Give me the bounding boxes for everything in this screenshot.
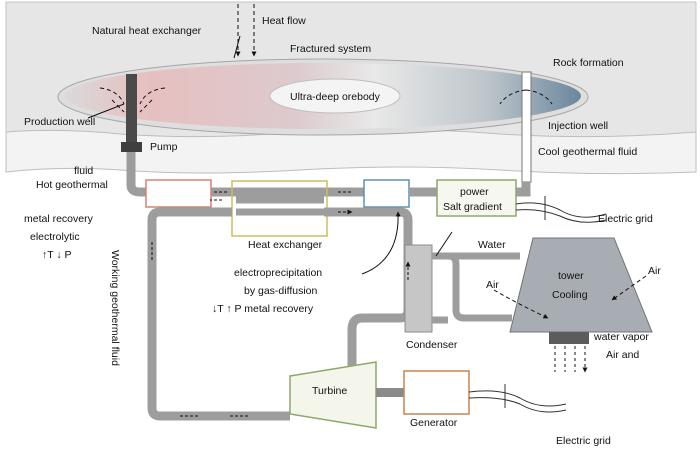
production-well (126, 74, 137, 142)
label-electric-grid-top: Electric grid (598, 213, 653, 225)
electroprecipitation-pointer (361, 211, 401, 275)
condenser (404, 244, 433, 333)
electric-grid-wire-top (515, 202, 607, 223)
air-arrow-right (611, 275, 647, 301)
label-cool-geothermal-fluid: Cool geothermal fluid (538, 146, 637, 158)
label-metal-recovery-electrolytic-1: metal recovery (24, 213, 94, 225)
label-natural-heat-exchanger: Natural heat exchanger (92, 25, 202, 37)
label-injection-well: Injection well (548, 120, 608, 132)
label-metal-recovery-electrolytic-3: ↑T ↓ P (42, 249, 72, 261)
electric-grid-wire-bottom (468, 390, 567, 413)
cooling-tower (509, 237, 653, 333)
turbine-shaft (376, 388, 404, 397)
label-electroprecipitation-3: ↓T ↑ P metal recovery (212, 303, 314, 315)
label-metal-recovery-electrolytic-2: electrolytic (30, 231, 80, 243)
natural-hx-pointer (233, 35, 241, 59)
condenser-pipes (432, 252, 512, 324)
label-heat-exchanger: Heat exchanger (248, 239, 323, 251)
flow-arrows-top (210, 191, 352, 212)
label-pump: Pump (150, 141, 178, 153)
turbine-label-pointer (435, 231, 453, 257)
working-fluid-loop (147, 207, 290, 421)
cooling-tower-base (549, 332, 589, 344)
orebody-core (269, 78, 401, 114)
turbine (289, 361, 377, 429)
generator (403, 370, 470, 415)
injection-pipe (516, 182, 531, 197)
injection-flow-arrows (499, 89, 553, 105)
label-air-right: Air (648, 265, 661, 277)
label-generator: Generator (410, 417, 458, 429)
production-pointer (87, 103, 125, 119)
salt-gradient-power-box (436, 179, 517, 217)
label-heat-flow: Heat flow (262, 15, 306, 27)
injection-well (521, 71, 532, 183)
air-arrow-left (493, 289, 549, 319)
hot-fluid-pipe (126, 152, 146, 197)
label-ultra-deep-orebody: Ultra-deep orebody (290, 91, 381, 103)
label-rock-formation: Rock formation (553, 57, 624, 69)
label-salt-gradient-power-1: Salt gradient (443, 201, 502, 213)
flow-arrows-loop (151, 240, 408, 417)
production-flow-arrows (99, 87, 166, 113)
label-air-and-water-vapor-1: Air and (606, 349, 639, 361)
heat-exchanger-pipes (236, 196, 324, 216)
label-air-left: Air (486, 279, 499, 291)
label-air-and-water-vapor-2: water vapor (593, 331, 649, 343)
label-working-geothermal-fluid: Working geothermal fluid (109, 250, 121, 366)
label-electroprecipitation-1: electroprecipitation (234, 267, 322, 279)
label-electric-grid-bottom: Electric grid (556, 435, 611, 447)
metal-recovery-electrolytic-box (145, 179, 212, 208)
label-water: Water (478, 239, 506, 251)
label-turbine: Turbine (312, 385, 347, 397)
label-electroprecipitation-2: by gas-diffusion (244, 285, 318, 297)
label-condenser: Condenser (406, 339, 458, 351)
label-hot-geothermal-fluid-1: Hot geothermal (36, 179, 108, 191)
label-salt-gradient-power-2: power (460, 186, 489, 198)
pump (121, 142, 142, 152)
label-hot-geothermal-fluid-2: fluid (74, 165, 93, 177)
electroprecipitation-box (363, 179, 410, 208)
vapor-arrows (554, 346, 585, 372)
label-cooling-tower-1: Cooling (552, 289, 588, 301)
label-production-well: Production well (24, 116, 95, 128)
label-fractured-system: Fractured system (290, 43, 371, 55)
label-cooling-tower-2: tower (558, 270, 584, 282)
